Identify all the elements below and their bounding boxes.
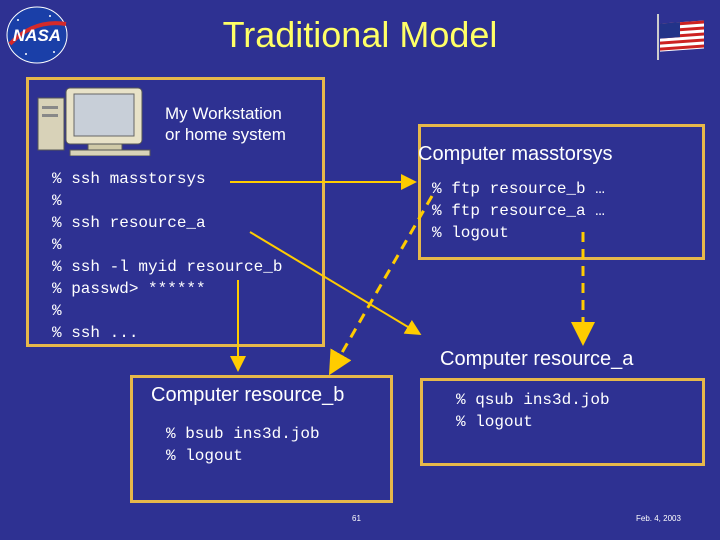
resource-b-commands: % bsub ins3d.job % logout xyxy=(166,423,320,467)
command-line: % ssh masstorsys xyxy=(52,170,206,188)
workstation-box xyxy=(26,77,325,347)
command-line: % xyxy=(52,236,62,254)
command-line: % xyxy=(52,192,62,210)
page-number: 61 xyxy=(352,514,361,523)
command-line: % logout xyxy=(432,224,509,242)
resource-a-box xyxy=(420,378,705,466)
resource-b-box xyxy=(130,375,393,503)
command-line: % ftp resource_a … xyxy=(432,202,605,220)
nasa-logo: NASA xyxy=(4,4,70,66)
masstorsys-commands: % ftp resource_b … % ftp resource_a … % … xyxy=(432,178,605,244)
command-line: % logout xyxy=(456,413,533,431)
resource-a-label: Computer resource_a xyxy=(440,348,634,370)
slide-title: Traditional Model xyxy=(222,14,498,55)
command-line: % ssh -l myid resource_b xyxy=(52,258,283,276)
command-line: % ftp resource_b … xyxy=(432,180,605,198)
dashed-arrow-ftp-resource-b xyxy=(329,195,434,376)
workstation-commands: % ssh masstorsys % % ssh resource_a % % … xyxy=(52,168,282,344)
masstorsys-box xyxy=(418,124,705,260)
masstorsys-label: Computer masstorsys xyxy=(418,143,613,165)
command-line: % qsub ins3d.job xyxy=(456,391,610,409)
us-flag-icon xyxy=(654,12,708,62)
command-line: % ssh ... xyxy=(52,324,139,342)
command-line: % bsub ins3d.job xyxy=(166,425,320,443)
nasa-logo-text: NASA xyxy=(13,26,61,45)
command-line: % xyxy=(52,302,62,320)
resource-a-commands: % qsub ins3d.job % logout xyxy=(456,389,610,433)
computer-icon xyxy=(30,84,160,157)
slide-date: Feb. 4, 2003 xyxy=(636,514,681,523)
command-line: % passwd> ****** xyxy=(52,280,206,298)
command-line: % logout xyxy=(166,447,243,465)
command-line: % ssh resource_a xyxy=(52,214,206,232)
arrow-to-resource-a xyxy=(249,231,422,336)
workstation-label-1: My Workstation xyxy=(165,104,282,123)
workstation-label-2: or home system xyxy=(165,125,286,144)
resource-b-label: Computer resource_b xyxy=(151,384,345,406)
